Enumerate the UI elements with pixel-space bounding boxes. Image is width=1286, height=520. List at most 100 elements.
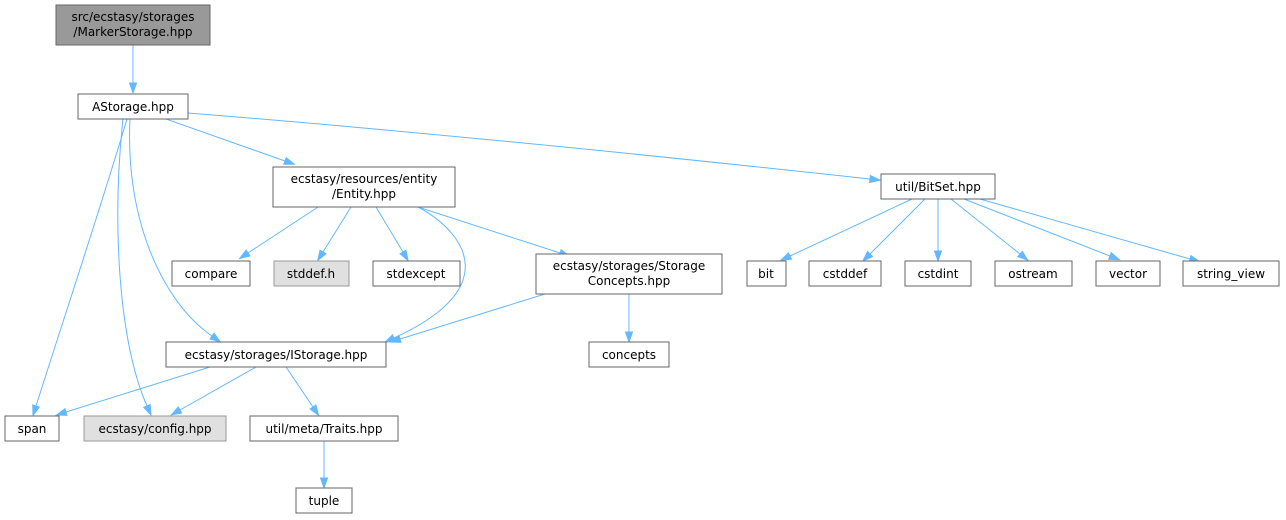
edge-line — [35, 118, 128, 407]
edge-arrowhead — [32, 404, 41, 417]
node-label-line: /Entity.hpp — [332, 187, 396, 201]
edge-arrowhead — [933, 250, 943, 263]
edge-istorage-to-config — [169, 366, 257, 416]
node-label-line: /MarkerStorage.hpp — [73, 25, 192, 39]
edge-arrowhead — [238, 249, 251, 260]
node-concepts[interactable]: concepts — [588, 341, 670, 368]
node-label-line: compare — [185, 267, 238, 281]
node-label-line: span — [18, 422, 47, 436]
edge-line — [399, 293, 546, 340]
edge-line — [979, 198, 1191, 260]
node-label-line: concepts — [602, 348, 656, 362]
edge-line — [417, 206, 561, 254]
edge-istorage-to-span — [55, 366, 211, 416]
edge-arrowhead — [55, 407, 68, 416]
node-label-line: ecstasy/config.hpp — [98, 422, 211, 436]
edge-line — [247, 206, 319, 254]
node-label-line: Concepts.hpp — [588, 274, 671, 288]
edge-astorage-to-bitset — [187, 112, 882, 184]
edge-bitset-to-cstdint — [933, 199, 943, 263]
edge-line — [869, 198, 926, 255]
node-config-hpp[interactable]: ecstasy/config.hpp — [83, 415, 227, 442]
edge-arrowhead — [209, 332, 222, 343]
node-entity-hpp[interactable]: ecstasy/resources/entity /Entity.hpp — [272, 166, 456, 208]
edge-arrowhead — [861, 250, 874, 263]
edges-layer — [32, 45, 1202, 490]
node-label-line: ecstasy/storages/IStorage.hpp — [185, 348, 368, 362]
edge-line — [789, 198, 913, 257]
edge-astorage-to-entity — [165, 118, 296, 165]
edge-line — [129, 118, 213, 337]
node-label-line: stddef.h — [287, 267, 335, 281]
edge-bitset-to-string-view — [979, 198, 1202, 263]
edge-line — [393, 206, 466, 339]
edge-arrowhead — [309, 404, 320, 417]
edge-entity-to-storage-concepts — [417, 206, 571, 257]
node-vector[interactable]: vector — [1095, 260, 1161, 287]
node-label-line: util/meta/Traits.hpp — [266, 422, 383, 436]
edge-arrowhead — [128, 82, 138, 95]
edge-line — [65, 366, 211, 413]
node-astorage-hpp[interactable]: AStorage.hpp — [77, 93, 189, 120]
node-label-line: src/ecstasy/storages — [71, 10, 194, 24]
node-string-view[interactable]: string_view — [1182, 260, 1280, 287]
edge-arrowhead — [169, 406, 183, 416]
node-label-line: cstddef — [823, 267, 868, 281]
edge-arrowhead — [1107, 251, 1121, 261]
node-ostream[interactable]: ostream — [994, 260, 1073, 287]
node-label-line: cstdint — [918, 267, 959, 281]
edge-arrowhead — [316, 249, 327, 262]
edge-arrowhead — [624, 331, 634, 344]
edge-arrowhead — [283, 156, 296, 165]
edge-line — [117, 118, 148, 407]
node-label-line: AStorage.hpp — [92, 100, 174, 114]
edge-line — [322, 206, 352, 253]
edge-bitset-to-ostream — [950, 198, 1029, 262]
edge-line — [179, 366, 257, 411]
node-traits-hpp[interactable]: util/meta/Traits.hpp — [249, 415, 399, 442]
edge-astorage-to-istorage — [129, 118, 222, 343]
edge-arrowhead — [319, 477, 329, 490]
edge-line — [963, 198, 1111, 257]
node-cstddef[interactable]: cstddef — [808, 260, 882, 287]
node-tuple[interactable]: tuple — [295, 487, 353, 514]
node-label-line: ecstasy/resources/entity — [291, 172, 438, 186]
node-compare[interactable]: compare — [171, 260, 251, 287]
node-span[interactable]: span — [4, 415, 60, 442]
edge-arrowhead — [779, 251, 793, 261]
edge-storage-concepts-to-istorage — [388, 293, 546, 343]
edge-bitset-to-bit — [779, 198, 913, 261]
node-marker-storage-hpp[interactable]: src/ecstasy/storages /MarkerStorage.hpp — [55, 4, 211, 46]
edge-istorage-to-traits — [285, 366, 320, 417]
edge-line — [187, 112, 871, 180]
edge-marker-storage-to-astorage — [128, 45, 138, 95]
edge-arrowhead — [142, 403, 152, 417]
node-bit[interactable]: bit — [746, 260, 787, 287]
edge-entity-to-stdexcept — [375, 206, 409, 262]
edge-storage-concepts-to-concepts — [624, 294, 634, 344]
node-istorage-hpp[interactable]: ecstasy/storages/IStorage.hpp — [165, 341, 387, 368]
node-stddef-h[interactable]: stddef.h — [273, 260, 350, 287]
node-label-line: vector — [1109, 267, 1147, 281]
node-label-line: stdexcept — [387, 267, 446, 281]
node-storage-concepts-hpp[interactable]: ecstasy/storages/Storage Concepts.hpp — [535, 253, 723, 295]
node-stdexcept[interactable]: stdexcept — [372, 260, 461, 287]
nodes-layer: src/ecstasy/storages /MarkerStorage.hpp … — [4, 4, 1280, 514]
node-label-line: string_view — [1197, 267, 1265, 281]
node-label-line: bit — [758, 267, 774, 281]
edge-arrowhead — [399, 249, 409, 262]
edge-line — [285, 366, 314, 408]
edge-astorage-to-config — [117, 118, 152, 417]
edge-bitset-to-cstddef — [861, 198, 926, 263]
edge-arrowhead — [388, 334, 402, 343]
edge-arrowhead — [1016, 250, 1029, 262]
edge-bitset-to-vector — [963, 198, 1121, 261]
node-label-line: ecstasy/storages/Storage — [553, 259, 706, 273]
edge-astorage-to-span — [32, 118, 128, 417]
edge-traits-to-tuple — [319, 441, 329, 490]
node-label-line: util/BitSet.hpp — [895, 180, 981, 194]
node-cstdint[interactable]: cstdint — [904, 260, 972, 287]
edge-line — [950, 198, 1021, 255]
node-bitset-hpp[interactable]: util/BitSet.hpp — [880, 173, 996, 200]
